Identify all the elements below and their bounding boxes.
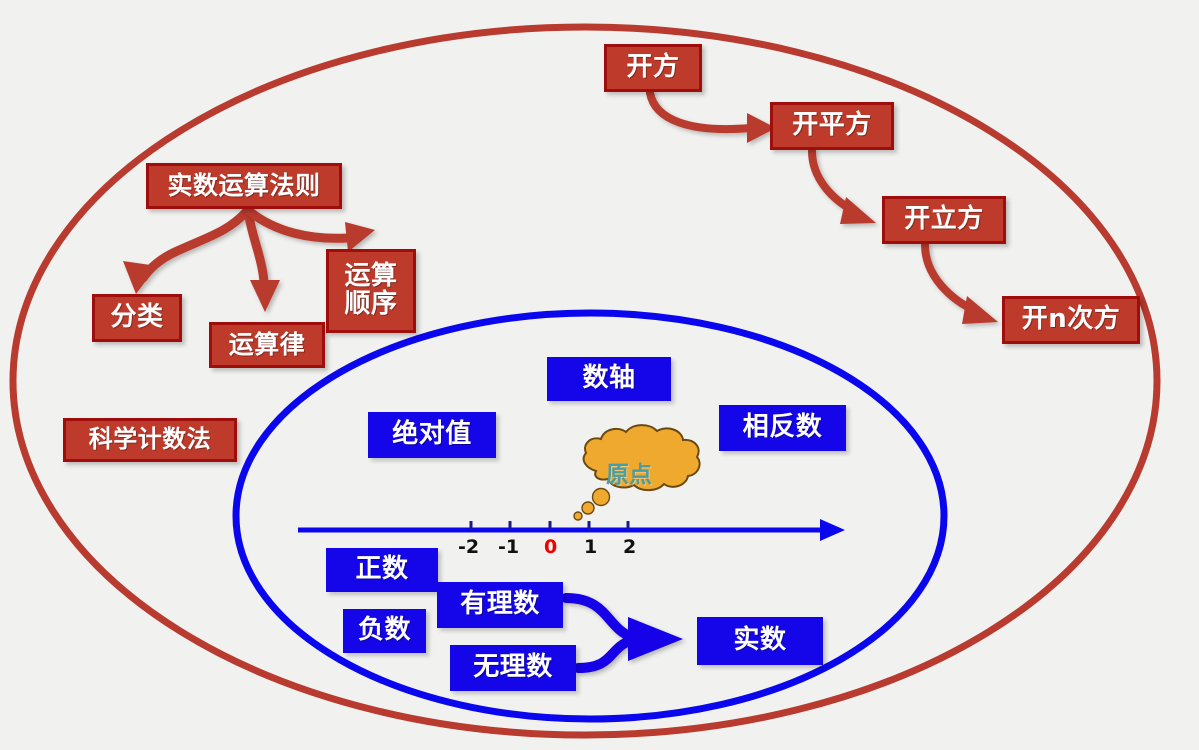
node-real-number-operation-rules[interactable]: 实数运算法则	[146, 163, 342, 209]
axis-tick-label-minus2: -2	[458, 536, 480, 558]
node-number-axis[interactable]: 数轴	[547, 357, 671, 401]
node-opposite-number[interactable]: 相反数	[719, 405, 846, 451]
node-kaipingfang[interactable]: 开平方	[770, 102, 894, 150]
arrow-kaifang-to-kaipingfang	[646, 89, 776, 143]
node-scientific-notation[interactable]: 科学计数法	[63, 418, 237, 462]
node-irrational-number[interactable]: 无理数	[450, 645, 576, 691]
node-kaifang[interactable]: 开方	[604, 44, 702, 92]
node-positive-number[interactable]: 正数	[326, 548, 438, 592]
inner-ellipse-number-line-group	[232, 309, 948, 723]
axis-tick-label-minus1: -1	[498, 536, 520, 558]
node-yunsuan-shunxu[interactable]: 运算 顺序	[326, 249, 416, 333]
arrow-wulishu-to-shishu	[573, 617, 683, 673]
node-fenlei[interactable]: 分类	[92, 294, 182, 342]
node-yunsuanlv[interactable]: 运算律	[209, 322, 325, 368]
outer-ellipse-real-numbers	[9, 23, 1161, 739]
node-rational-number[interactable]: 有理数	[437, 582, 563, 628]
thought-bubble-origin	[573, 424, 701, 521]
arrow-kaipingfang-to-kailifang	[808, 147, 876, 224]
arrow-youlishu-to-shishu	[561, 593, 637, 642]
node-kai-n-cifang[interactable]: 开n次方	[1002, 296, 1140, 344]
number-line	[298, 519, 845, 541]
arrow-rules-to-yunsuanshunxu	[244, 206, 375, 252]
arrow-rules-to-yunsuanlv	[243, 207, 280, 312]
axis-tick-label-zero: 0	[544, 536, 558, 558]
node-negative-number[interactable]: 负数	[343, 609, 426, 653]
arrow-kailifang-to-kaincifang	[921, 241, 998, 324]
axis-tick-label-one: 1	[584, 536, 598, 558]
node-absolute-value[interactable]: 绝对值	[368, 412, 496, 458]
number-line-ticks	[469, 521, 630, 530]
axis-tick-label-two: 2	[623, 536, 637, 558]
thought-bubble-origin-label: 原点	[606, 462, 652, 488]
node-kailifang[interactable]: 开立方	[882, 196, 1006, 244]
node-real-number[interactable]: 实数	[697, 617, 823, 665]
arrow-rules-to-fenlei	[123, 207, 251, 294]
